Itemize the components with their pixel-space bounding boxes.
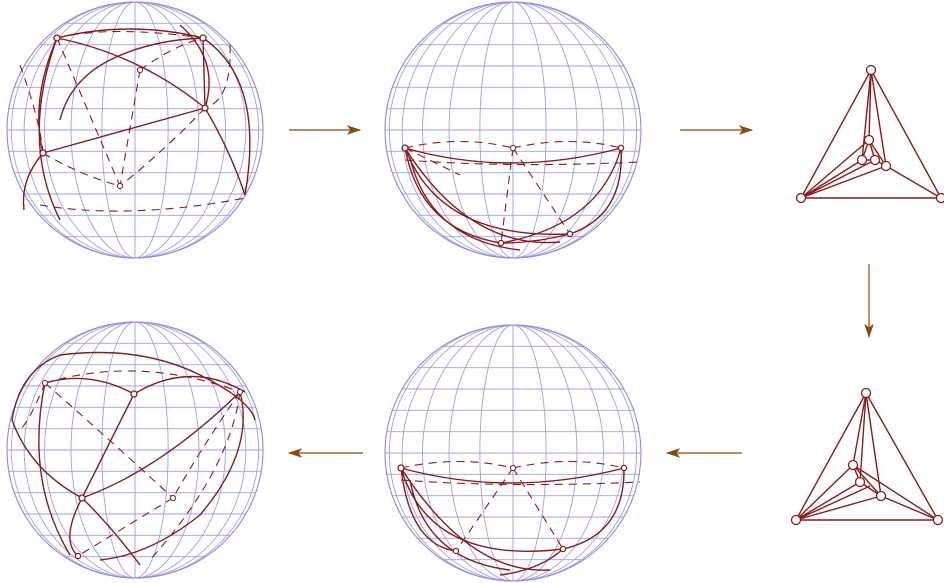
sphere-grid [7, 322, 263, 578]
vertex [858, 156, 867, 165]
vertex [849, 461, 858, 470]
vertex [75, 553, 80, 558]
vertex [40, 150, 46, 156]
vertex [510, 465, 515, 470]
sphere-grid [385, 325, 641, 581]
vertex [137, 67, 142, 72]
vertex [498, 240, 503, 245]
sphere-collapsed-bottom-graph [398, 462, 640, 576]
vertex [237, 389, 242, 394]
vertex [621, 465, 626, 470]
vertex [42, 380, 47, 385]
sphere-collapsed-top [385, 2, 641, 258]
vertex [560, 546, 565, 551]
sphere-collapsed-bottom [385, 325, 641, 581]
vertex [867, 66, 876, 75]
vertex [856, 478, 865, 487]
vertex [792, 516, 801, 525]
vertex [865, 136, 874, 145]
vertex [200, 35, 206, 41]
vertex [79, 495, 85, 501]
vertex [202, 105, 208, 111]
vertex [877, 492, 886, 501]
vertex [934, 516, 943, 525]
sphere-final-graph [12, 353, 255, 566]
sphere-initial [7, 2, 263, 258]
planar-graph-bottom [792, 389, 943, 525]
sphere-final [7, 322, 263, 578]
vertex [117, 183, 122, 188]
vertex [510, 145, 515, 150]
vertex [862, 389, 871, 398]
vertex [131, 391, 137, 397]
vertex [398, 465, 404, 471]
vertex [882, 162, 891, 171]
vertex [797, 194, 806, 203]
sphere-grid [385, 2, 641, 258]
vertex [871, 156, 880, 165]
planar-graph-top [797, 66, 944, 203]
vertex [170, 495, 175, 500]
vertex [618, 145, 623, 150]
vertex [937, 194, 944, 203]
vertex [402, 145, 408, 151]
sphere-grid [7, 2, 263, 258]
vertex [567, 231, 572, 236]
vertex [54, 35, 60, 41]
vertex [453, 548, 458, 553]
